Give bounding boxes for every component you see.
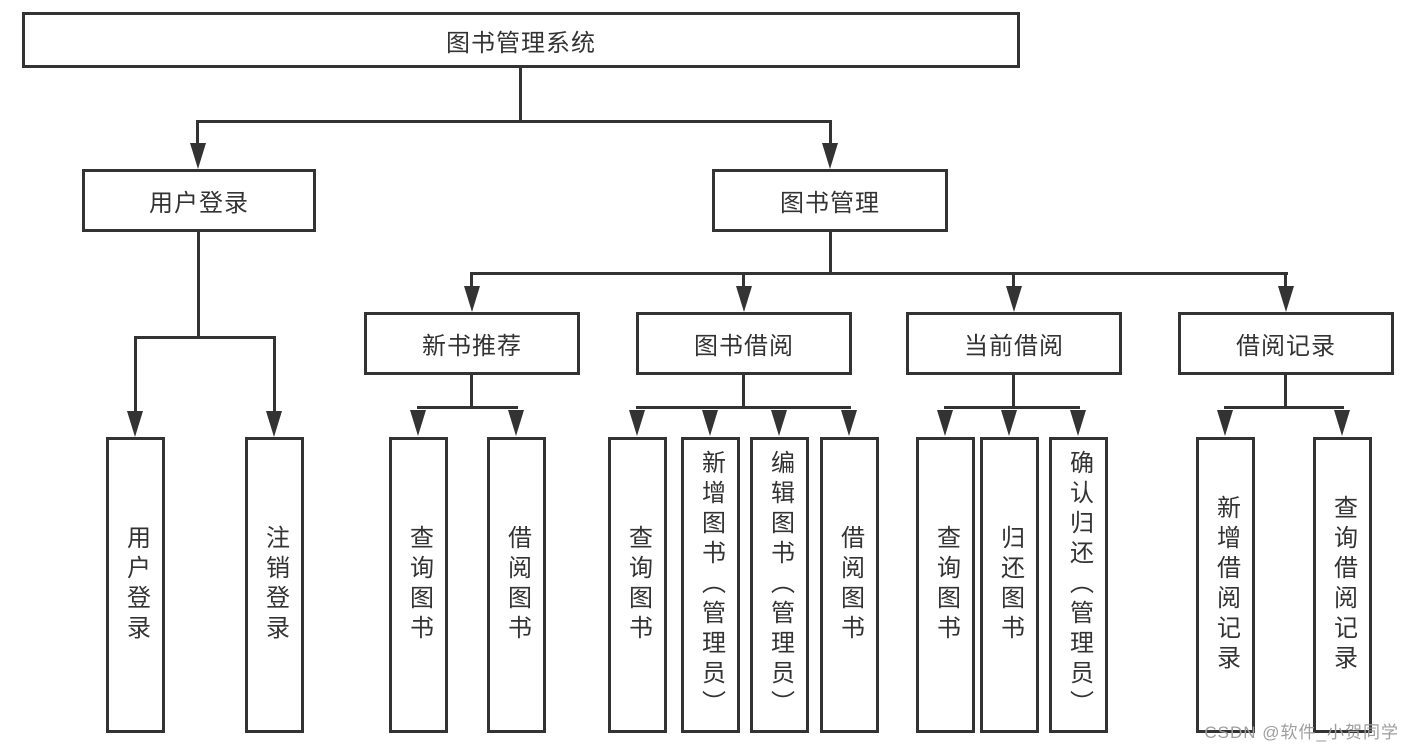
- leaf-query-books-borrow-label: 查询图书: [624, 525, 652, 645]
- connector-records-rail: [1224, 406, 1344, 409]
- connector-stub: [273, 336, 276, 415]
- leaf-borrow-books-recommend-label: 借阅图书: [503, 525, 531, 645]
- leaf-confirm-return-admin-label: 确认归还（管理员）: [1065, 450, 1093, 720]
- leaf-user-login-label: 用户登录: [122, 525, 150, 645]
- leaf-logout: 注销登录: [245, 437, 304, 733]
- leaf-add-borrow-record-label: 新增借阅记录: [1212, 495, 1240, 675]
- arrow-down-icon: [771, 410, 787, 436]
- arrow-down-icon: [464, 286, 480, 312]
- arrow-down-icon: [822, 143, 838, 169]
- connector-stub: [134, 336, 137, 415]
- connector-user-login-rail: [134, 336, 276, 339]
- node-book-borrow: 图书借阅: [636, 312, 852, 375]
- connector-book-mgmt-rail: [470, 272, 1288, 275]
- connector-stub: [470, 272, 473, 292]
- arrow-down-icon: [736, 286, 752, 312]
- arrow-down-icon: [1001, 410, 1017, 436]
- node-root-label: 图书管理系统: [446, 29, 596, 57]
- arrow-down-icon: [266, 411, 282, 437]
- arrow-down-icon: [629, 410, 645, 436]
- leaf-query-books-recommend-label: 查询图书: [405, 525, 433, 645]
- arrow-down-icon: [1070, 410, 1086, 436]
- connector-book-mgmt-stem: [829, 232, 832, 275]
- csdn-watermark: CSDN @软件_小贺同学: [1204, 723, 1399, 742]
- arrow-down-icon: [1217, 410, 1233, 436]
- connector-stub: [196, 120, 199, 148]
- leaf-query-borrow-record: 查询借阅记录: [1313, 437, 1372, 733]
- arrow-down-icon: [702, 410, 718, 436]
- leaf-add-borrow-record: 新增借阅记录: [1196, 437, 1255, 733]
- leaf-return-book: 归还图书: [980, 437, 1039, 733]
- leaf-logout-label: 注销登录: [261, 525, 289, 645]
- leaf-borrow-books-2: 借阅图书: [820, 437, 879, 733]
- connector-borrow-stem: [742, 375, 745, 409]
- node-book-borrow-label: 图书借阅: [694, 333, 794, 360]
- leaf-borrow-books-recommend: 借阅图书: [487, 437, 546, 733]
- arrow-down-icon: [190, 143, 206, 169]
- connector-current-stem: [1012, 375, 1015, 409]
- connector-stub: [742, 272, 745, 292]
- node-borrow-records: 借阅记录: [1178, 312, 1394, 375]
- leaf-confirm-return-admin: 确认归还（管理员）: [1049, 437, 1108, 733]
- arrow-down-icon: [1006, 286, 1022, 312]
- leaf-query-books-current: 查询图书: [916, 437, 975, 733]
- leaf-return-book-label: 归还图书: [996, 525, 1024, 645]
- arrow-down-icon: [410, 410, 426, 436]
- node-borrow-records-label: 借阅记录: [1236, 333, 1336, 360]
- node-current-borrow-label: 当前借阅: [964, 333, 1064, 360]
- connector-stub: [1012, 272, 1015, 292]
- leaf-query-books-recommend: 查询图书: [389, 437, 448, 733]
- node-root: 图书管理系统: [22, 12, 1020, 68]
- node-book-management: 图书管理: [712, 169, 948, 232]
- leaf-query-books-borrow: 查询图书: [608, 437, 667, 733]
- leaf-query-borrow-record-label: 查询借阅记录: [1329, 495, 1357, 675]
- leaf-add-book-admin-label: 新增图书（管理员）: [697, 450, 725, 720]
- connector-records-stem: [1284, 375, 1287, 409]
- node-new-book-recommend: 新书推荐: [364, 312, 580, 375]
- connector-recommend-stem: [470, 375, 473, 409]
- connector-root-stem: [519, 68, 522, 123]
- connector-root-rail: [196, 120, 832, 123]
- leaf-add-book-admin: 新增图书（管理员）: [681, 437, 740, 733]
- node-user-login-label: 用户登录: [149, 190, 249, 217]
- arrow-down-icon: [937, 410, 953, 436]
- leaf-user-login: 用户登录: [106, 437, 165, 733]
- node-user-login: 用户登录: [82, 169, 316, 232]
- arrow-down-icon: [127, 411, 143, 437]
- connector-stub: [829, 120, 832, 148]
- connector-current-rail: [944, 406, 1080, 409]
- leaf-query-books-current-label: 查询图书: [932, 525, 960, 645]
- connector-recommend-rail: [417, 406, 518, 409]
- leaf-borrow-books-2-label: 借阅图书: [836, 525, 864, 645]
- node-current-borrow: 当前借阅: [906, 312, 1122, 375]
- node-new-book-recommend-label: 新书推荐: [422, 333, 522, 360]
- arrow-down-icon: [1334, 410, 1350, 436]
- leaf-edit-book-admin: 编辑图书（管理员）: [750, 437, 809, 733]
- connector-stub: [1284, 272, 1287, 292]
- arrow-down-icon: [508, 410, 524, 436]
- arrow-down-icon: [841, 410, 857, 436]
- arrow-down-icon: [1278, 286, 1294, 312]
- leaf-edit-book-admin-label: 编辑图书（管理员）: [766, 450, 794, 720]
- node-book-management-label: 图书管理: [780, 190, 880, 217]
- connector-user-login-stem: [197, 232, 200, 339]
- connector-borrow-rail: [636, 406, 851, 409]
